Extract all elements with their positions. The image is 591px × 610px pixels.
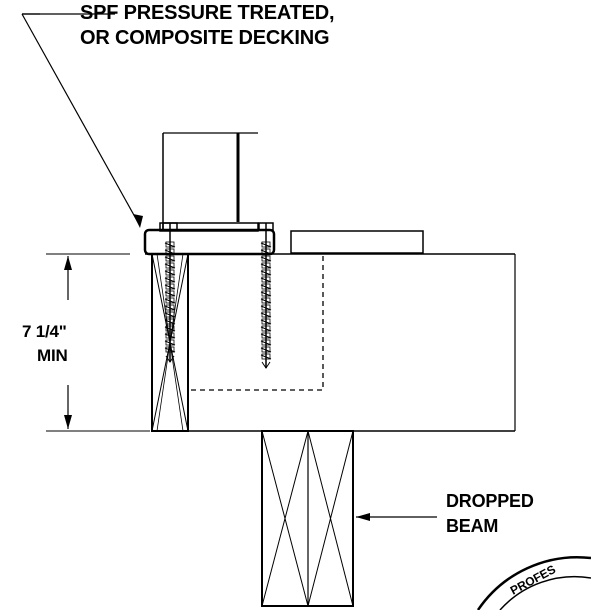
decking-board (290, 230, 424, 254)
post (162, 132, 258, 230)
leader-arrowhead (133, 214, 143, 228)
decking-leader (21, 13, 143, 228)
lag-screw-right (258, 222, 274, 369)
dimension-unit: MIN (37, 346, 68, 365)
joist (145, 253, 516, 432)
dimension-arrow-up (64, 256, 72, 270)
decking-label-line1: SPF PRESSURE TREATED, (80, 2, 335, 24)
dimension-arrow-down (64, 415, 72, 429)
decking-label-line2: OR COMPOSITE DECKING (80, 27, 330, 49)
beam-leader (356, 513, 437, 521)
dimension-value: 7 1/4" (22, 322, 67, 341)
post-base-plate (143, 228, 276, 256)
engineer-stamp: PROFES (476, 556, 591, 610)
beam-label-line1: DROPPED (446, 491, 534, 511)
beam-leader-arrowhead (356, 513, 370, 521)
lag-screw-left (162, 222, 178, 363)
post-base-cap (159, 222, 259, 232)
beam-label-line2: BEAM (446, 516, 499, 536)
hidden-block-outline (190, 256, 324, 391)
dimension-line (46, 253, 150, 432)
dropped-beam (261, 430, 354, 607)
